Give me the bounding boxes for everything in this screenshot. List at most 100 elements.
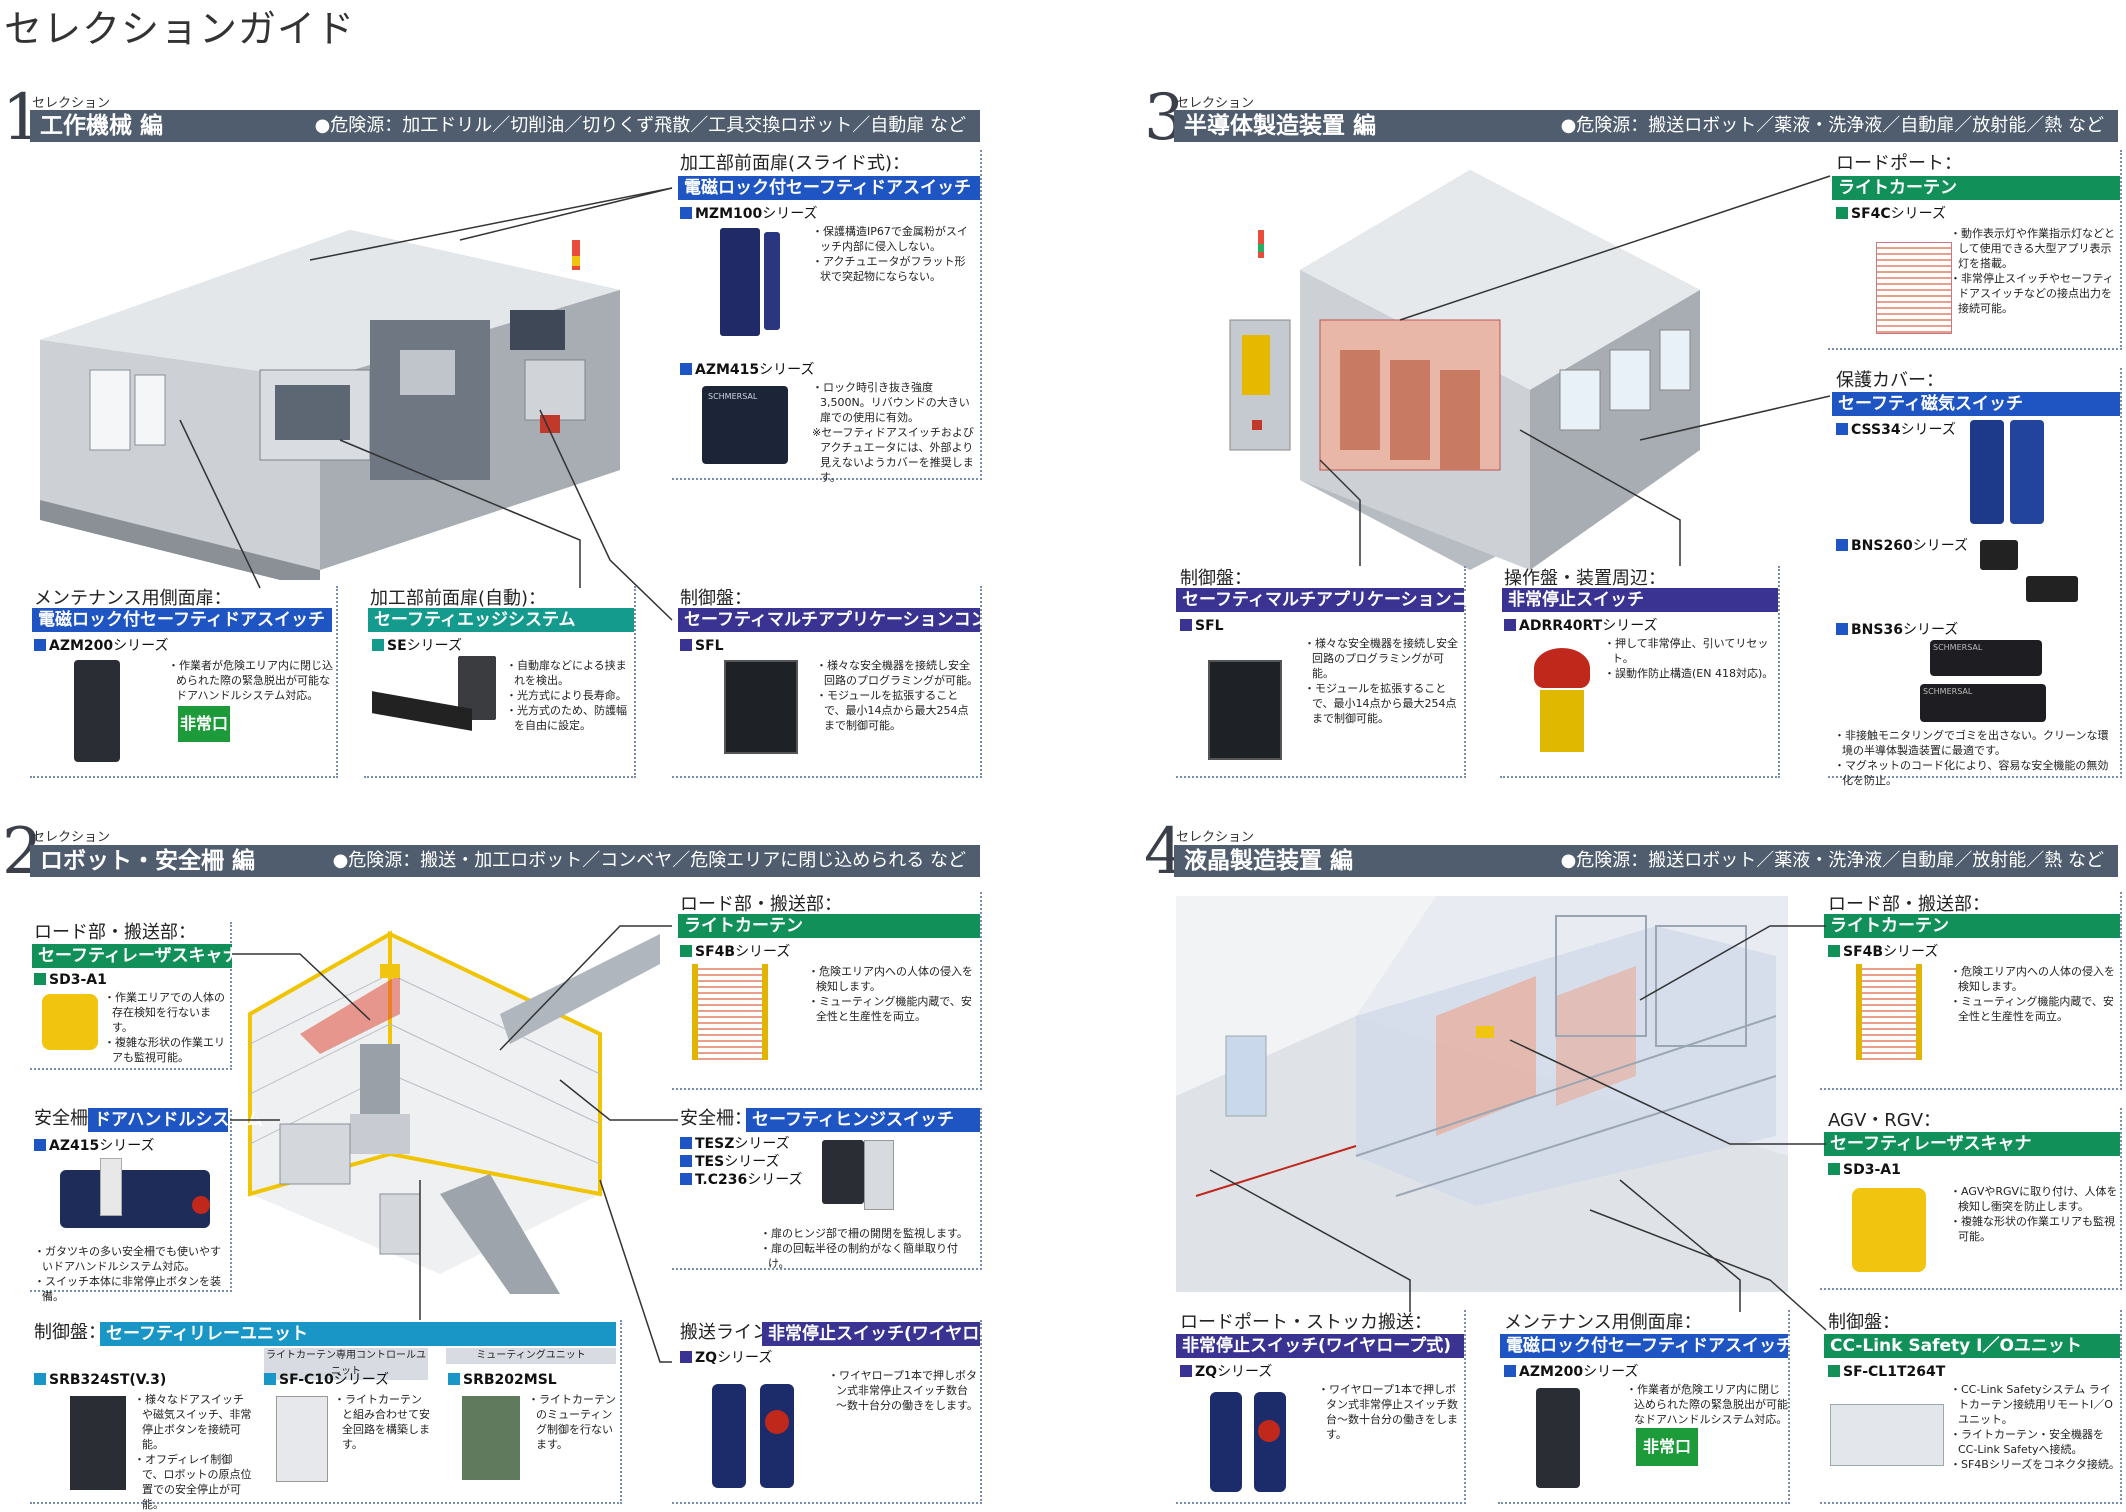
product-description: ・ロック時引き抜き強度3,500N。リバウンドの大きい扉での使用に有効。※セーフ… [812,381,974,484]
series-name[interactable]: AZM200シリーズ [1504,1362,1638,1382]
product-image-sfl [1208,660,1282,760]
actuator-image [764,232,780,330]
bullet-square [1836,207,1848,219]
semiconductor-equipment-illustration [1229,170,1700,570]
exit-sign-icon: 非常口 [1636,1428,1698,1466]
bullet-square [1836,423,1848,435]
emergency-stop-icon [192,1196,210,1214]
series-name[interactable]: SF4Cシリーズ [1836,204,1946,224]
section-label-small: セレクション [1176,830,1255,845]
product-image-adrr40rt [1540,690,1584,752]
product-panel [1176,1310,1466,1504]
series-name[interactable]: SD3-A1 [1828,1160,1901,1180]
product-image-sf-c10 [276,1396,328,1482]
category-label: 非常停止スイッチ(ワイヤロープ式) [762,1322,1037,1346]
series-name[interactable]: TESシリーズ [680,1152,780,1172]
bullet-square [264,1373,276,1385]
leader-lines [179,187,673,621]
series-name[interactable]: ZQシリーズ [680,1348,772,1368]
section-header: 半導体製造装置 編 ●危険源：搬送ロボット／薬液・洗浄液／自動扉／放射能／熱 な… [1174,110,2118,142]
product-description: ・作業者が危険エリア内に閉じ込められた際の緊急脱出が可能なドアハンドルシステム対… [1626,1383,1788,1426]
product-panel [1828,368,2122,778]
series-name[interactable]: BNS260シリーズ [1836,536,1968,556]
series-name[interactable]: SF4Bシリーズ [680,942,790,962]
series-name[interactable]: ADRR40RTシリーズ [1504,616,1658,636]
section-title: ロボット・安全柵 編 [40,848,256,874]
location-label: 制御盤： [1828,1312,1900,1333]
product-panel [1820,1310,2122,1504]
bullet-square [372,639,384,651]
series-name[interactable]: SFL [680,636,724,656]
location-label: ロードポート： [1836,153,1962,174]
product-description: ・CC-Link Safetyシステム ライトカーテン接続用リモートI／Oユニッ… [1950,1383,2120,1471]
series-name[interactable]: ZQシリーズ [1180,1362,1272,1382]
location-label: 操作盤・装置周辺： [1504,568,1666,589]
section-label-small: セレクション [1176,96,1255,111]
series-name[interactable]: CSS34シリーズ [1836,420,1956,440]
category-label: セーフティマルチアプリケーションコントローラ [678,608,1056,632]
location-label: 制御盤： [34,1322,106,1343]
bullet-square [34,973,46,985]
bullet-square [1504,619,1516,631]
series-name[interactable]: BNS36シリーズ [1836,620,1958,640]
series-name[interactable]: SRB324ST(V.3) [34,1370,166,1390]
product-description: ・危険エリア内への人体の侵入を検知します。・ミューティング機能内蔵で、安全性と生… [1950,965,2115,1023]
bullet-square [680,1155,692,1167]
sublabel: ライトカーテン専用コントロールユニット [264,1348,428,1380]
product-description: ・ライトカーテンのミューティング制御を行ないます。 [528,1393,616,1451]
location-label: 加工部前面扉(自動)： [370,588,547,609]
category-label: セーフティマルチアプリケーションコントローラ [1176,588,1554,612]
section-title: 半導体製造装置 編 [1184,113,1377,139]
series-name[interactable]: TESZシリーズ [680,1134,790,1154]
bullet-square [1180,619,1192,631]
emergency-stop-icon [765,1410,789,1434]
section-header: 工作機械 編 ●危険源：加工ドリル／切削油／切りくず飛散／工具交換ロボット／自動… [30,110,980,142]
series-name[interactable]: AZM200シリーズ [34,636,168,656]
machine-tool-illustration [40,230,620,580]
series-name[interactable]: AZM415シリーズ [680,360,814,380]
product-panel [1176,566,1466,778]
category-label: セーフティレーザスキャナ [1824,1132,2120,1156]
bullet-square [680,363,692,375]
category-label: セーフティエッジシステム [368,608,634,632]
series-name[interactable]: SF4Bシリーズ [1828,942,1938,962]
product-image-azm200 [1536,1388,1580,1488]
bullet-square [34,1139,46,1151]
product-image-zq [760,1384,794,1488]
bullet-square [680,1173,692,1185]
product-description: ・非接触モニタリングでゴミを出さない。クリーンな環境の半導体製造装置に最適です。… [1834,729,2109,787]
category-label: 電磁ロック付セーフティドアスイッチ [678,176,980,200]
product-image-bns36-actuator: SCHMERSAL [1920,684,2046,722]
category-label: 電磁ロック付セーフティドアスイッチ [32,608,332,632]
series-name[interactable]: SD3-A1 [34,970,107,990]
bullet-square [1180,1365,1192,1377]
series-name[interactable]: SRB202MSL [448,1370,557,1390]
location-label: 保護カバー： [1836,370,1944,391]
product-description: ・様々な安全機器を接続し安全回路のプログラミングが可能。・モジュールを拡張するこ… [1304,637,1458,725]
section-title: 液晶製造装置 編 [1184,848,1354,874]
product-image-azm415: SCHMERSAL [702,386,788,464]
product-description: ・押して非常停止、引いてリセット。・誤動作防止構造(EN 418対応)。 [1604,637,1774,680]
series-name[interactable]: SF-C10シリーズ [264,1370,389,1390]
product-panel [364,586,636,778]
product-image-sfl [724,660,798,754]
series-name[interactable]: MZM100シリーズ [680,204,818,224]
series-name[interactable]: SEシリーズ [372,636,462,656]
series-name[interactable]: T.C236シリーズ [680,1170,803,1190]
hinge-plate-icon [864,1140,894,1210]
category-label: ライトカーテン [1832,176,2120,200]
bullet-square [1836,623,1848,635]
product-panel [30,1110,232,1292]
location-label: 搬送ライン： [680,1322,788,1343]
series-name[interactable]: AZ415シリーズ [34,1136,155,1156]
series-name[interactable]: SFL [1180,616,1224,636]
product-image-az415 [60,1170,210,1228]
product-image-mzm100 [720,228,760,336]
category-label: 電磁ロック付セーフティドアスイッチ [1500,1334,1793,1358]
product-description: ・作業エリアでの人体の存在検知を行ないます。・複雑な形状の作業エリアも監視可能。 [104,991,225,1064]
series-name[interactable]: SF-CL1T264T [1828,1362,1945,1382]
bullet-square [1836,539,1848,551]
product-description: ・危険エリア内への人体の侵入を検知します。・ミューティング機能内蔵で、安全性と生… [808,965,973,1023]
location-label: ロード部・搬送部： [1828,894,1990,915]
product-panel [1820,1108,2122,1290]
